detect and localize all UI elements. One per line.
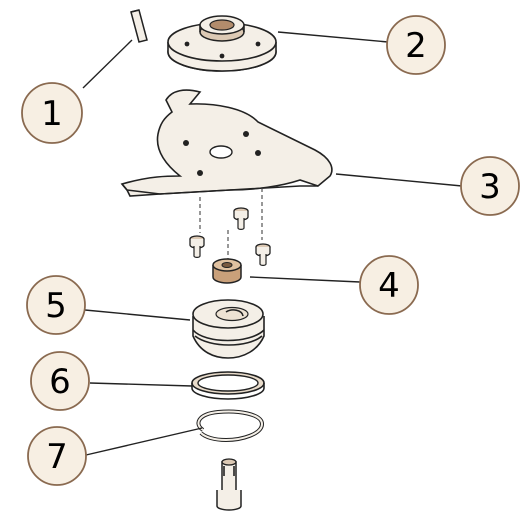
- leader-line-6: [89, 382, 193, 387]
- leader-line-5: [84, 309, 191, 321]
- callout-7: 7: [27, 426, 87, 486]
- callout-number: 3: [479, 167, 501, 207]
- part-5-hub: [192, 299, 265, 359]
- leader-line-4: [249, 276, 361, 283]
- callout-3: 3: [460, 156, 520, 216]
- callout-number: 1: [41, 94, 63, 134]
- callout-1: 1: [21, 82, 83, 144]
- callout-2: 2: [386, 15, 446, 75]
- part-2-flange: [167, 15, 277, 72]
- screw: [233, 207, 249, 230]
- leader-line-2: [277, 31, 389, 43]
- part-6-ring: [191, 371, 265, 400]
- callout-number: 5: [45, 286, 67, 326]
- screw: [255, 243, 271, 266]
- screw: [189, 235, 205, 258]
- callout-number: 2: [405, 26, 427, 66]
- callout-number: 6: [49, 362, 71, 402]
- part-7-circlip: [196, 409, 265, 443]
- part-1-pin: [130, 9, 148, 43]
- leader-line-7: [85, 427, 203, 456]
- leader-line-3: [335, 173, 463, 187]
- leader-line-1: [82, 39, 133, 89]
- callout-number: 7: [46, 437, 68, 477]
- callout-number: 4: [378, 266, 400, 306]
- part-3-blade-plate: [120, 89, 333, 197]
- callout-6: 6: [30, 351, 90, 411]
- callout-5: 5: [26, 275, 86, 335]
- part-4-nut: [212, 258, 242, 284]
- bottom-bolt: [216, 458, 242, 511]
- callout-4: 4: [359, 255, 419, 315]
